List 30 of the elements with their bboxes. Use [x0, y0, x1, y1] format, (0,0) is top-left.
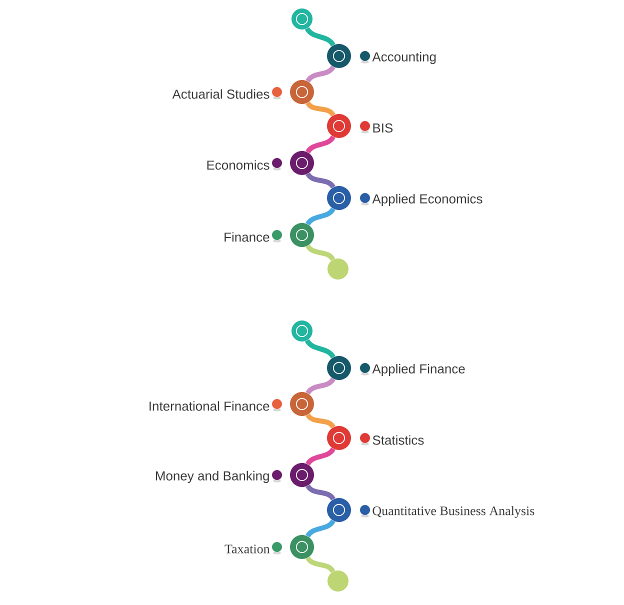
- step-label: Accounting: [372, 52, 436, 64]
- step-label: Applied Economics: [372, 194, 482, 206]
- step-label: Statistics: [372, 435, 424, 445]
- connector: [306, 207, 336, 226]
- start-circle: [292, 8, 312, 30]
- step-label: Finance: [224, 232, 270, 242]
- step-label: International Finance: [150, 401, 270, 411]
- connector: [306, 101, 336, 117]
- connector: [306, 484, 336, 501]
- connector: [306, 447, 336, 466]
- connector: [306, 413, 336, 429]
- step-label: Money and Banking: [156, 470, 269, 484]
- end-circle: [328, 570, 348, 592]
- step-label: Taxation: [224, 544, 270, 554]
- connector: [306, 556, 336, 573]
- start-circle: [292, 320, 312, 342]
- connector: [306, 519, 336, 538]
- connector: [306, 377, 336, 395]
- connector: [306, 172, 336, 189]
- step-label: Actuarial Studies: [172, 89, 270, 99]
- step-label: Quantitative Business Analysis: [372, 506, 534, 518]
- step-label: Economics: [207, 160, 270, 170]
- connector: [306, 65, 336, 83]
- step-label: Applied Finance: [372, 364, 465, 376]
- connector: [304, 339, 336, 359]
- end-circle: [328, 258, 348, 280]
- connector: [306, 135, 336, 154]
- connector: [306, 244, 336, 261]
- connector: [304, 27, 336, 47]
- step-label: BIS: [373, 123, 393, 133]
